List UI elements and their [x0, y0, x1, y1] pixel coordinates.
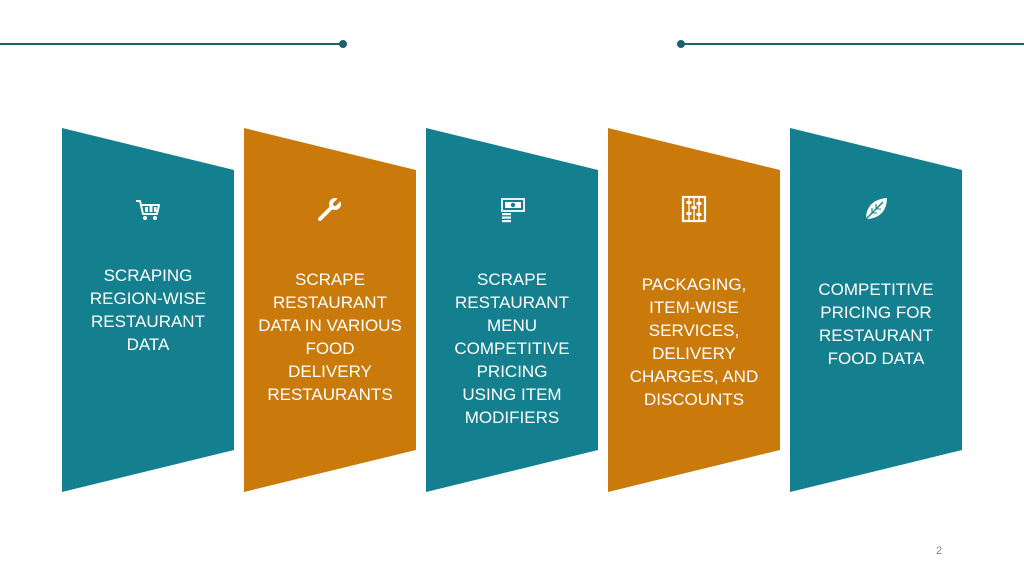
panel-region-wise-data: SCRAPING REGION-WISE RESTAURANT DATA [62, 128, 234, 492]
leaf-icon [790, 194, 962, 224]
abacus-icon [608, 194, 780, 224]
shopping-cart-icon [62, 194, 234, 224]
page-number: 2 [936, 545, 943, 557]
panel-charges-discounts: PACKAGING, ITEM-WISE SERVICES, DELIVERY … [608, 128, 780, 492]
panel-label: SCRAPING REGION-WISE RESTAURANT DATA [89, 266, 207, 354]
panel-menu-pricing: SCRAPE RESTAURANT MENU COMPETITIVE PRICI… [426, 128, 598, 492]
top-left-divider [0, 43, 342, 45]
panel-label: PACKAGING, ITEM-WISE SERVICES, DELIVERY … [629, 275, 759, 409]
panel-label: COMPETITIVE PRICING FOR RESTAURANT FOOD … [818, 280, 934, 368]
panel-restaurant-food-pricing: COMPETITIVE PRICING FOR RESTAURANT FOOD … [790, 128, 962, 492]
money-coins-icon [426, 194, 598, 224]
top-right-divider [681, 43, 1024, 45]
wrench-icon [244, 194, 416, 224]
panel-delivery-restaurants: SCRAPE RESTAURANT DATA IN VARIOUS FOOD D… [244, 128, 416, 492]
panel-label: SCRAPE RESTAURANT DATA IN VARIOUS FOOD D… [258, 270, 402, 404]
panel-label: SCRAPE RESTAURANT MENU COMPETITIVE PRICI… [454, 270, 570, 427]
top-left-divider-dot [339, 40, 347, 48]
